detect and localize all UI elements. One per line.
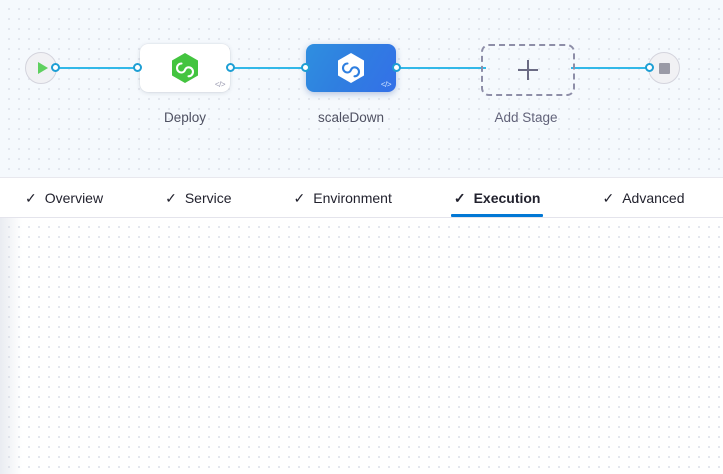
tab-label: Advanced [622,189,685,206]
execution-node-row: </> K8sBlueGreenSt ageScaleDow... Add St… [0,218,723,474]
plus-icon [518,60,538,80]
stage-card-scaledown[interactable]: </> [306,44,396,92]
add-stage-button[interactable] [481,44,575,96]
tab-advanced[interactable]: ✓ Advanced [599,178,687,217]
tab-service[interactable]: ✓ Service [162,178,234,217]
check-icon: ✓ [602,189,615,206]
check-icon: ✓ [25,189,37,206]
pipeline-stage-canvas[interactable]: </> Deploy </> scaleDown Add Stage [0,0,723,178]
scaledown-input-port[interactable] [301,63,310,72]
end-node-port[interactable] [645,63,654,72]
tab-overview[interactable]: ✓ Overview [22,178,106,217]
tab-label: Overview [44,189,104,206]
add-stage-label: Add Stage [494,110,558,125]
tab-label: Execution [473,189,541,206]
harness-cd-hexagon-icon [338,53,364,83]
tab-execution[interactable]: ✓ Execution [450,178,544,217]
tab-label: Environment [313,189,392,206]
execution-step-canvas[interactable]: </> K8sBlueGreenSt ageScaleDow... Add St… [0,218,723,474]
connector-scaledown-to-addstage [396,67,486,69]
connector-deploy-to-scaledown [230,67,308,69]
stage-label-scaledown: scaleDown [317,110,385,125]
deploy-input-port[interactable] [133,63,142,72]
check-icon: ✓ [453,189,466,206]
deploy-output-port[interactable] [226,63,235,72]
harness-cd-hexagon-icon [172,53,198,83]
connector-addstage-to-end [571,67,655,69]
tab-label: Service [184,189,232,206]
play-icon [37,62,48,74]
scaledown-output-port[interactable] [392,63,401,72]
start-node-port[interactable] [51,63,60,72]
check-icon: ✓ [293,189,306,206]
stage-label-deploy: Deploy [163,110,207,125]
code-badge-icon[interactable]: </> [380,80,392,89]
connector-start-to-deploy [55,67,137,69]
check-icon: ✓ [165,189,177,206]
tab-environment[interactable]: ✓ Environment [291,178,395,217]
stop-icon [658,62,670,74]
stage-config-tab-bar: ✓ Overview ✓ Service ✓ Environment ✓ Exe… [0,178,723,218]
stage-node-row: </> Deploy </> scaleDown Add Stage [0,0,723,178]
stage-card-deploy[interactable]: </> [140,44,230,92]
code-badge-icon[interactable]: </> [214,80,226,89]
